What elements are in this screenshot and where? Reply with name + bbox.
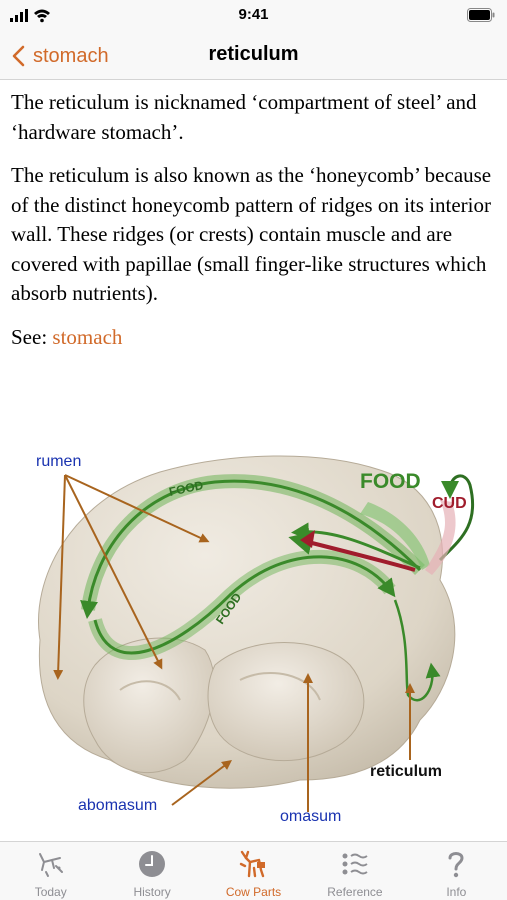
food-path-reticulum <box>393 599 441 702</box>
tab-bar: Today History Cow Parts Reference Info <box>0 841 507 900</box>
tab-reference-label: Reference <box>327 885 383 899</box>
food-label: FOOD <box>360 470 421 493</box>
stomach-diagram: FOOD FOOD rumen FOOD CUD reticulum aboma… <box>0 430 507 840</box>
back-button[interactable]: stomach <box>10 38 109 74</box>
tab-info-label: Info <box>446 885 467 899</box>
see-prefix: See: <box>11 324 53 349</box>
status-time: 9:41 <box>238 6 269 23</box>
list-icon <box>342 853 368 875</box>
tab-reference[interactable]: Reference <box>304 842 405 900</box>
tab-info[interactable]: Info <box>406 842 507 900</box>
clock-icon <box>139 851 166 877</box>
back-button-label: stomach <box>33 44 109 67</box>
cud-label: CUD <box>432 495 467 512</box>
see-also-stomach-link[interactable]: stomach <box>52 324 123 349</box>
abomasum-label: abomasum <box>78 797 158 814</box>
cud-loop <box>438 474 475 562</box>
tab-today-label: Today <box>34 885 67 899</box>
rumen-label: rumen <box>36 453 82 470</box>
tab-history-label: History <box>133 885 171 899</box>
status-bar: 9:41 <box>0 0 507 32</box>
signal-wifi-icon <box>10 9 50 23</box>
stomach-illustration: FOOD FOOD <box>38 455 475 812</box>
tab-today[interactable]: Today <box>0 842 101 900</box>
tab-history[interactable]: History <box>101 842 202 900</box>
tab-cow-parts-label: Cow Parts <box>225 885 282 899</box>
tab-cow-parts[interactable]: Cow Parts <box>203 842 304 900</box>
article-content: The reticulum is nicknamed ‘compartment … <box>11 88 499 366</box>
see-also-line: See: stomach <box>11 323 499 353</box>
paragraph-honeycomb: The reticulum is also known as the ‘hone… <box>11 163 492 305</box>
omasum-shape <box>207 642 365 762</box>
question-icon <box>448 852 464 878</box>
omasum-label: omasum <box>280 808 342 825</box>
reticulum-label: reticulum <box>370 763 443 780</box>
navigation-bar: stomach reticulum <box>0 32 507 80</box>
paragraph-nicknames: The reticulum is nicknamed ‘compartment … <box>11 90 477 144</box>
battery-icon <box>467 8 495 22</box>
chevron-left-icon <box>12 45 25 67</box>
page-title: reticulum <box>208 43 299 65</box>
cow-parts-icon <box>239 850 265 878</box>
cow-sketch-icon <box>38 853 63 877</box>
